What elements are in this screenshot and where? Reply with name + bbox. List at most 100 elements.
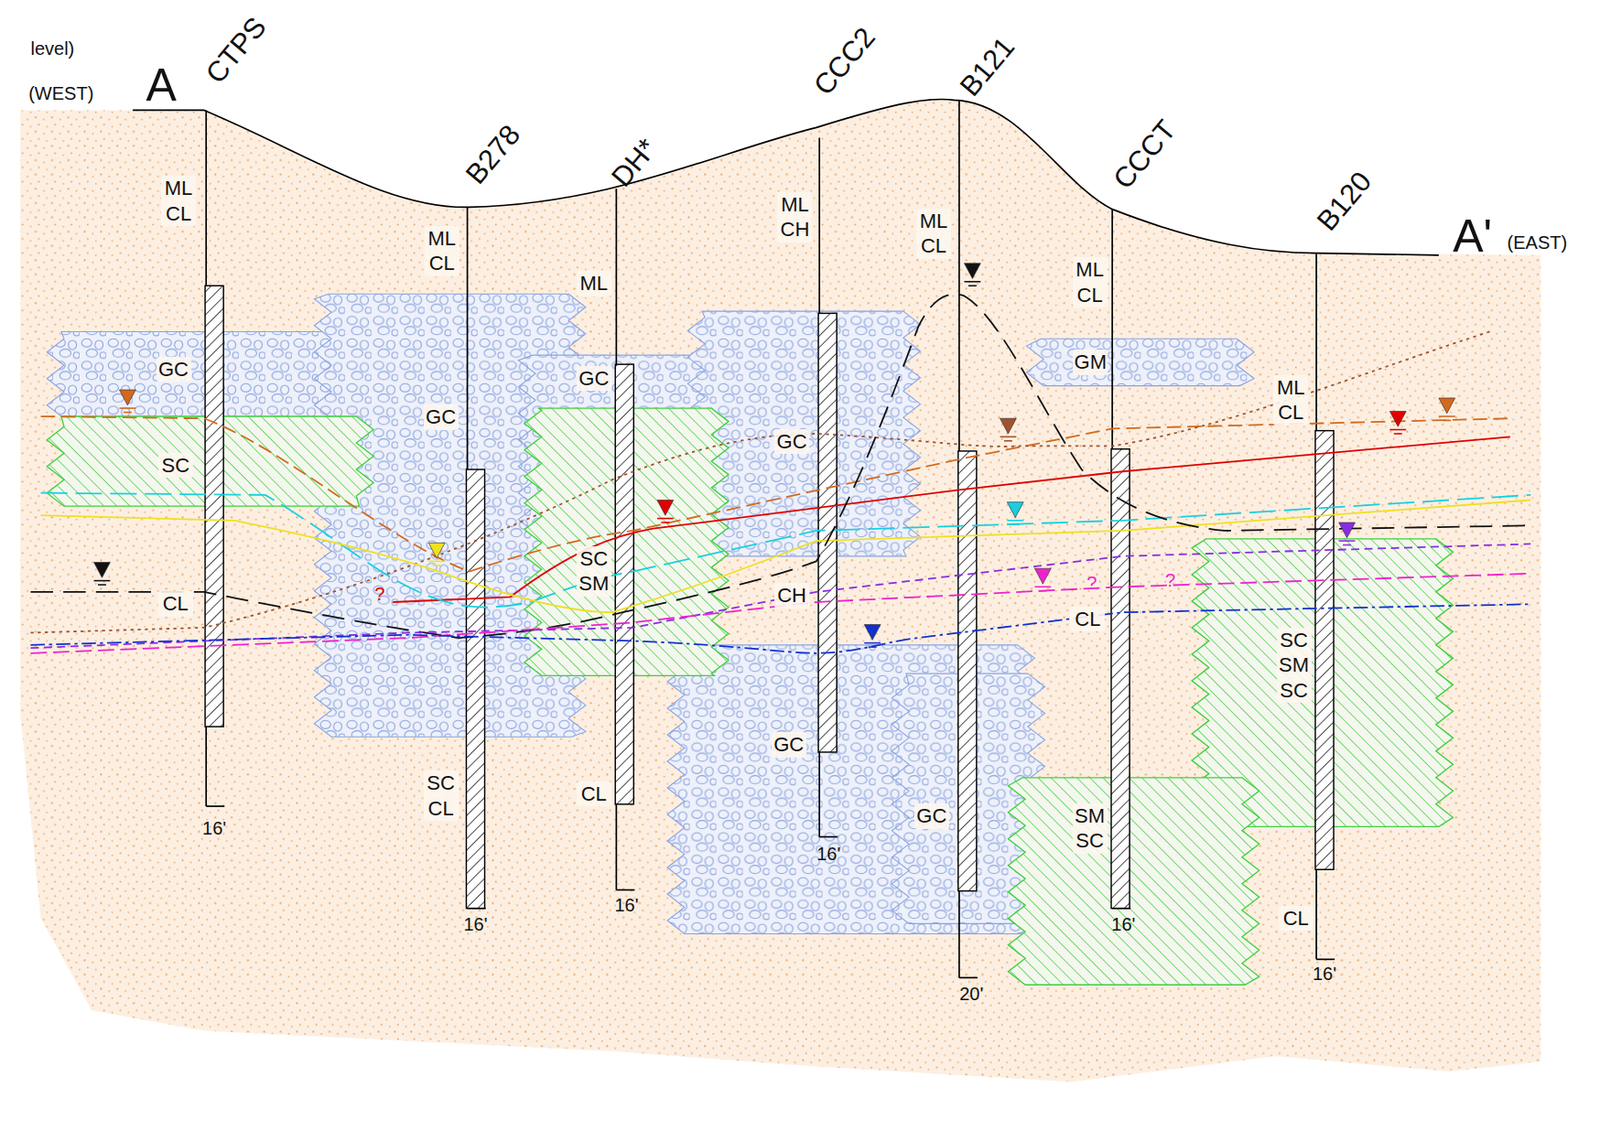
borehole-end (819, 836, 838, 839)
water-table-tick (97, 583, 107, 586)
water-table-symbol (1000, 418, 1017, 434)
water-table-tick (94, 580, 111, 583)
soil-class: CL (1278, 906, 1314, 932)
water-level-line (41, 416, 1511, 573)
depth-label: 20' (959, 983, 984, 1006)
water-level-line (392, 436, 1511, 603)
depth-label: 16' (463, 913, 487, 937)
water-table-tick (1000, 436, 1017, 439)
soil-class: ML CL (161, 175, 196, 227)
well-screen (465, 469, 485, 909)
section-end-label: A' (1452, 207, 1492, 266)
water-table-tick (660, 521, 670, 524)
water-table-tick (1011, 523, 1020, 526)
sand-ground (20, 98, 1541, 1082)
borehole-end (1316, 959, 1335, 962)
well-screen (205, 285, 224, 727)
water-table-symbol (1006, 502, 1024, 519)
boring-name: CCCT (1105, 113, 1184, 197)
boring-name: CTPS (198, 10, 275, 92)
soil-class: SC (158, 453, 194, 479)
borehole-end (205, 805, 225, 808)
water-table-tick (1389, 429, 1406, 432)
soil-class: GC (914, 803, 950, 830)
soil-class: GC (771, 732, 807, 758)
borehole-end (616, 889, 635, 892)
depth-label: 16' (614, 894, 638, 918)
soil-class: SM SC (1072, 803, 1108, 855)
water-table-tick (1006, 519, 1024, 522)
soil-class: SC CL (423, 770, 459, 822)
soil-class: CH (774, 583, 810, 609)
water-table-tick (1339, 540, 1356, 542)
direction-label: (EAST) (1507, 231, 1568, 255)
depth-label: 16' (202, 817, 227, 841)
water-table-tick (963, 281, 981, 283)
boring-name: B121 (952, 30, 1023, 104)
water-table-symbol (1339, 522, 1356, 539)
borehole-end (959, 977, 978, 980)
sand-clay-zone (1007, 778, 1259, 985)
water-table-symbol (1389, 410, 1406, 427)
depth-label: 16' (1111, 913, 1136, 937)
water-table-tick (428, 561, 445, 563)
soil-class: GC (423, 404, 459, 431)
soil-class: ML CL (916, 208, 952, 260)
water-table-tick (864, 642, 881, 645)
ground-surface (132, 98, 1439, 255)
direction-label: (WEST) (28, 82, 94, 106)
depth-label: 16' (816, 843, 841, 866)
water-table-symbol (657, 499, 674, 516)
well-screen (1111, 449, 1130, 909)
uncertain-mark: ? (1165, 569, 1176, 593)
water-table-tick (118, 407, 136, 410)
water-table-symbol (963, 263, 981, 280)
water-level-line (30, 294, 1531, 639)
soil-class: SC SM (576, 546, 612, 597)
water-table-tick (868, 646, 877, 649)
soil-class: CL (1070, 606, 1105, 633)
water-table-tick (968, 284, 977, 287)
soil-class: ML CH (777, 192, 812, 243)
water-level-line (30, 331, 1490, 633)
soil-class: GC (156, 356, 192, 383)
soil-class: ML CL (424, 226, 460, 277)
boring-name: B120 (1309, 165, 1380, 239)
soil-class: CL (576, 781, 612, 808)
gravel-zone (1026, 338, 1255, 386)
water-table-tick (432, 564, 442, 567)
soil-class: ML CL (1273, 375, 1309, 426)
boring-name: DH* (604, 131, 665, 195)
well-screen (1315, 431, 1334, 871)
water-table-symbol (94, 562, 111, 579)
well-screen (958, 451, 977, 892)
water-table-symbol (1438, 398, 1456, 414)
water-table-tick (123, 411, 132, 414)
water-table-tick (1394, 432, 1403, 435)
water-table-symbol (1034, 568, 1051, 584)
soil-class: CL (158, 591, 194, 617)
well-screen (615, 364, 634, 805)
water-table-tick (1342, 544, 1352, 547)
title-fragment: level) (30, 37, 75, 61)
water-level-line (41, 499, 1532, 613)
soil-class: ML CL (1072, 257, 1108, 308)
water-table-tick (1034, 586, 1051, 589)
section-end-label: A (145, 56, 176, 115)
soil-class: GC (774, 429, 810, 455)
water-table-symbol (864, 625, 881, 641)
soil-class: GM (1072, 349, 1108, 376)
boring-name: CCC2 (806, 20, 884, 103)
water-table-tick (1038, 590, 1048, 593)
uncertain-mark: ? (1086, 572, 1097, 595)
soil-class: SC SM SC (1276, 627, 1312, 704)
water-table-tick (1438, 415, 1456, 418)
uncertain-mark: ? (374, 583, 385, 606)
soil-class: GC (576, 366, 612, 392)
water-table-symbol (428, 542, 445, 559)
depth-label: 16' (1312, 962, 1337, 986)
water-table-tick (1442, 420, 1451, 422)
water-table-tick (657, 518, 674, 520)
water-table-symbol (118, 389, 136, 406)
well-screen (818, 313, 837, 753)
